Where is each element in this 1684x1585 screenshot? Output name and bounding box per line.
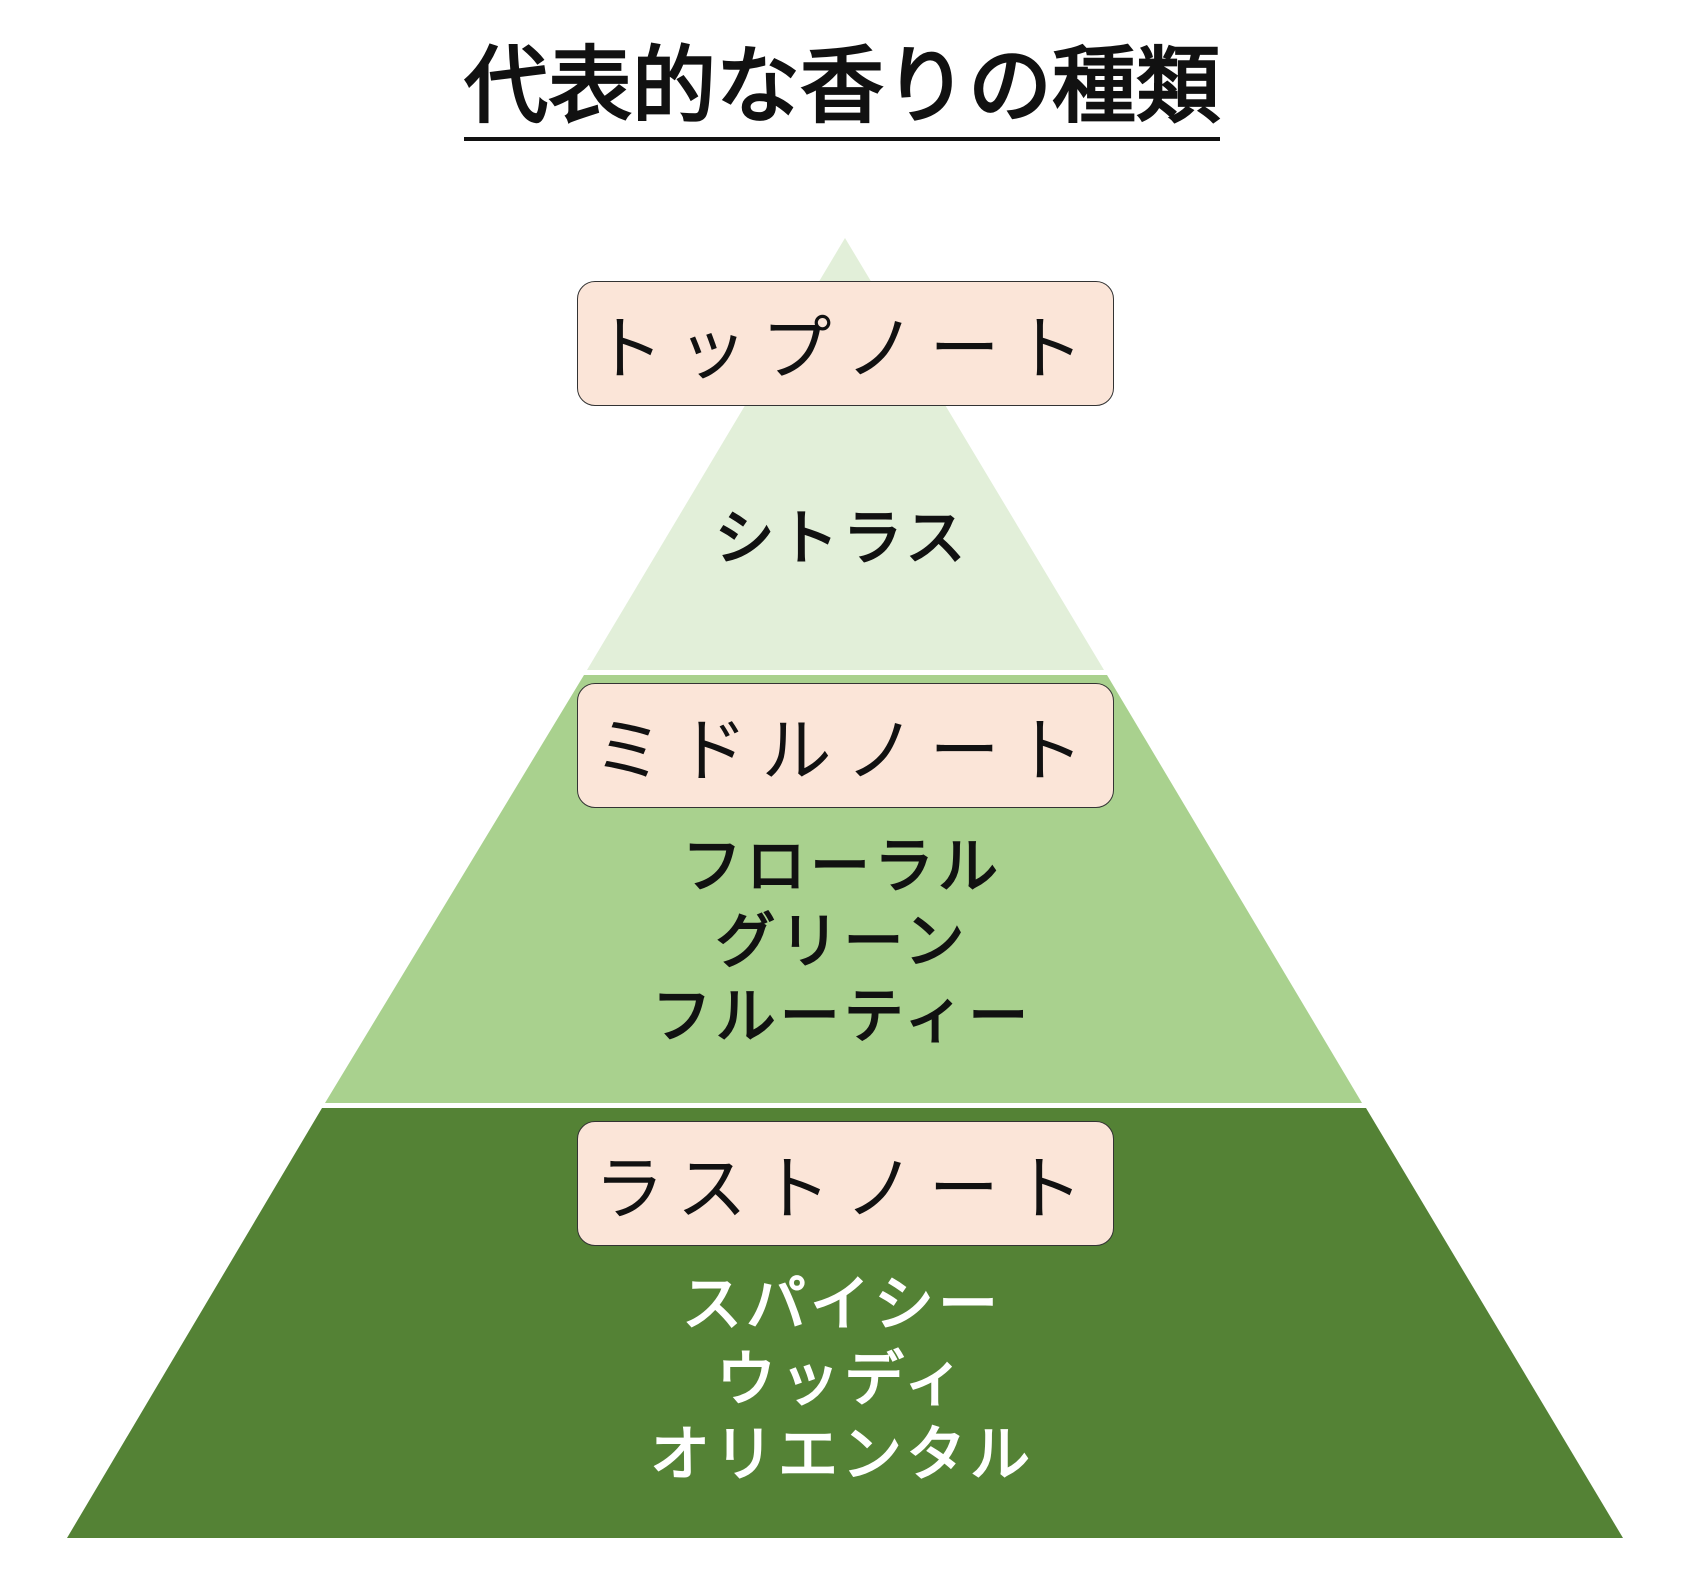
last-note-item: オリエンタル xyxy=(650,1420,1034,1490)
middle-note-label: ミドルノート xyxy=(593,710,1098,792)
last-note-label: ラストノート xyxy=(594,1148,1097,1230)
middle-note-item: フローラル xyxy=(682,832,1002,902)
top-note-label: トップノート xyxy=(593,308,1098,390)
top-note-label-box: トップノート xyxy=(577,281,1114,406)
middle-note-item: フルーティー xyxy=(651,982,1033,1052)
last-note-item: ウッディ xyxy=(716,1345,968,1415)
top-note-item: シトラス xyxy=(714,504,970,574)
last-note-items: スパイシー ウッディ オリエンタル xyxy=(0,1268,1684,1493)
diagram-title: 代表的な香りの種類 xyxy=(0,36,1684,141)
top-note-items: シトラス xyxy=(0,502,1684,577)
tier-top-shape xyxy=(587,238,1104,670)
middle-note-item: グリーン xyxy=(715,907,969,977)
middle-note-label-box: ミドルノート xyxy=(577,683,1114,808)
last-note-label-box: ラストノート xyxy=(577,1121,1114,1246)
last-note-item: スパイシー xyxy=(682,1270,1002,1340)
middle-note-items: フローラル グリーン フルーティー xyxy=(0,830,1684,1055)
title-text: 代表的な香りの種類 xyxy=(463,37,1220,141)
tier-bottom-shape xyxy=(67,1108,1623,1538)
